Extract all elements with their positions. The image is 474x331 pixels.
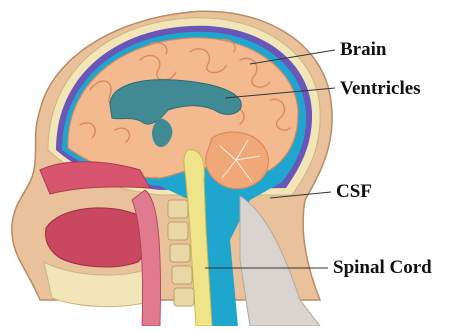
label-ventricles: Ventricles xyxy=(340,79,421,98)
label-spinal-cord: Spinal Cord xyxy=(333,258,432,277)
cerebellum xyxy=(206,132,269,189)
label-brain: Brain xyxy=(340,40,386,59)
tongue xyxy=(46,208,149,267)
label-csf: CSF xyxy=(336,182,372,201)
